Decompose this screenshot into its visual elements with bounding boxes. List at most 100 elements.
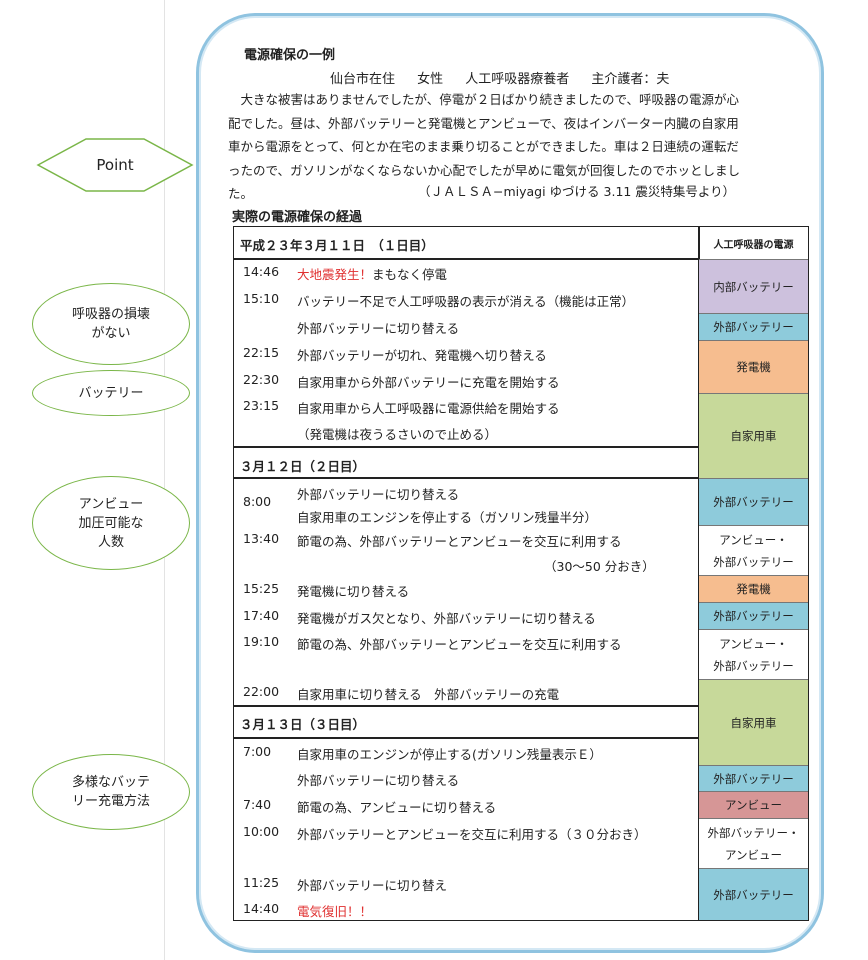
- event-text: 大地震発生！まもなく停電: [297, 264, 447, 283]
- power-label: 外部バッテリー・ アンビュー: [707, 825, 800, 862]
- timeline-title: 実際の電源確保の経過: [232, 210, 363, 225]
- power-cell: 外部バッテリー: [699, 313, 808, 340]
- event-text: 電気復旧！！: [297, 901, 372, 920]
- power-cell: 外部バッテリー・ アンビュー: [699, 818, 808, 868]
- power-cell: 外部バッテリー: [699, 765, 808, 791]
- power-label: 発電機: [736, 360, 771, 374]
- timeline-table: [233, 226, 809, 921]
- event-text: （30〜50 分おき）: [544, 559, 655, 574]
- power-cell: 発電機: [699, 340, 808, 393]
- power-cell: アンビュー・ 外部バッテリー: [699, 525, 808, 575]
- article-title: 電源確保の一例: [244, 48, 336, 63]
- event-text: 自家用車のエンジンを停止する（ガソリン残量半分）: [297, 510, 598, 525]
- point-diamond: Point: [36, 138, 194, 192]
- article-byline: 仙台市在住 女性 人工呼吸器療養者 主介護者：夫: [330, 72, 670, 87]
- table-column-divider: [698, 226, 700, 921]
- article-source: （ＪＡＬＳＡ−miyagi ゆづける 3.11 震災特集号より）: [418, 184, 736, 199]
- power-label: 自家用車: [730, 429, 777, 443]
- power-cell: 自家用車: [699, 393, 808, 478]
- callout-charging: 多様なバッテ リー充電方法: [32, 754, 190, 830]
- power-cell: 発電機: [699, 575, 808, 602]
- power-label: 外部バッテリー: [713, 320, 794, 334]
- event-text: 発電機がガス欠となり、外部バッテリーに切り替える: [297, 611, 596, 626]
- table-rule: [233, 477, 699, 479]
- event-time: 22:00: [243, 684, 280, 699]
- table-rule: [233, 737, 699, 739]
- event-text: 発電機に切り替える: [297, 584, 410, 599]
- article-paragraph: 大きな被害はありませんでしたが、停電が２日ばかり続きましたので、呼吸器の電源が心…: [228, 88, 788, 206]
- table-rule: [233, 446, 699, 448]
- event-text: 節電の為、外部バッテリーとアンビューを交互に利用する: [297, 637, 622, 652]
- article-frame: [196, 13, 824, 953]
- power-label: アンビュー・ 外部バッテリー: [713, 636, 794, 673]
- power-column-header: 人工呼吸器の電源: [713, 239, 794, 251]
- event-time: 11:25: [243, 875, 280, 890]
- power-cell: 内部バッテリー: [699, 259, 808, 313]
- callout-battery: バッテリー: [32, 370, 190, 416]
- event-time: 15:25: [243, 581, 280, 596]
- event-text: 自家用車に切り替える 外部バッテリーの充電: [297, 687, 560, 702]
- callout-text: 呼吸器の損壊 がない: [71, 307, 150, 341]
- event-text: 外部バッテリーとアンビューを交互に利用する（３０分おき）: [297, 827, 647, 842]
- event-time: 22:15: [243, 345, 280, 360]
- power-label: 外部バッテリー: [713, 495, 794, 509]
- power-label: 自家用車: [730, 715, 777, 730]
- power-cell: アンビュー: [699, 791, 808, 818]
- paragraph-line: ったので、ガソリンがなくならないか心配でしたが早めに電気が回復したのでホッとしま…: [228, 162, 741, 178]
- paragraph-line: 大きな被害はありませんでしたが、停電が２日ばかり続きましたので、呼吸器の電源が心: [228, 92, 740, 107]
- callout-text: バッテリー: [78, 385, 144, 401]
- event-highlight: 電気復旧！！: [297, 904, 373, 919]
- event-time: 13:40: [243, 531, 280, 546]
- event-time: 23:15: [243, 398, 280, 413]
- day-header-2: ３月１２日（２日目）: [240, 459, 366, 474]
- event-time: 10:00: [243, 824, 280, 839]
- event-text: 自家用車のエンジンが停止する(ガソリン残量表示Ｅ）: [297, 747, 602, 762]
- power-cell: 自家用車: [699, 679, 808, 765]
- power-label: 外部バッテリー: [713, 887, 794, 902]
- event-highlight: 大地震発生！: [297, 267, 373, 282]
- event-text: 外部バッテリーに切り替え: [297, 878, 448, 893]
- callout-text: アンビュー 加圧可能な 人数: [78, 496, 144, 550]
- callout-no-damage: 呼吸器の損壊 がない: [32, 283, 190, 365]
- paragraph-line: 車から電源をとって、何とか在宅のまま乗り切ることができました。車は２日連続の運転…: [228, 139, 739, 154]
- power-label: アンビュー・ 外部バッテリー: [713, 532, 794, 569]
- power-label: 内部バッテリー: [713, 279, 794, 294]
- callout-text: 多様なバッテ リー充電方法: [71, 775, 150, 809]
- event-text: 節電の為、アンビューに切り替える: [297, 800, 497, 815]
- event-text: 外部バッテリーに切り替える: [297, 773, 460, 788]
- paragraph-line: た。: [228, 186, 254, 201]
- event-text: 外部バッテリーに切り替える: [297, 487, 460, 502]
- event-time: 7:40: [243, 797, 272, 812]
- event-time: 14:46: [243, 264, 280, 279]
- power-label: 外部バッテリー: [713, 771, 794, 786]
- point-label: Point: [96, 156, 133, 174]
- event-time: 7:00: [243, 744, 272, 759]
- event-desc: まもなく停電: [372, 267, 448, 282]
- table-rule: [233, 258, 699, 260]
- event-text: 外部バッテリーが切れ、発電機へ切り替える: [297, 348, 547, 363]
- event-time: 19:10: [243, 634, 280, 649]
- power-label: 発電機: [736, 582, 771, 596]
- day-header-1: 平成２３年３月１１日 （１日目）: [240, 238, 434, 253]
- power-cell: 外部バッテリー: [699, 478, 808, 525]
- power-cell: 外部バッテリー: [699, 602, 808, 629]
- power-cell: アンビュー・ 外部バッテリー: [699, 629, 808, 679]
- day-header-3: ３月１３日（３日目）: [240, 717, 366, 732]
- event-time: 14:40: [243, 901, 280, 916]
- power-label: 外部バッテリー: [713, 609, 794, 623]
- event-time: 15:10: [243, 291, 280, 306]
- page-margin-line: [164, 0, 165, 960]
- event-time: 22:30: [243, 372, 280, 387]
- power-label: アンビュー: [724, 798, 783, 812]
- event-time: 17:40: [243, 608, 280, 623]
- event-text: 自家用車から外部バッテリーに充電を開始する: [297, 375, 560, 390]
- power-cell: 外部バッテリー: [699, 868, 808, 920]
- paragraph-line: 配でした。昼は、外部バッテリーと発電機とアンビューで、夜はインバーター内臓の自家…: [228, 115, 739, 131]
- event-time: 8:00: [243, 494, 272, 509]
- event-text: 自家用車から人工呼吸器に電源供給を開始する: [297, 401, 560, 416]
- callout-ambu: アンビュー 加圧可能な 人数: [32, 476, 190, 570]
- table-rule: [233, 705, 699, 707]
- event-text: （発電機は夜うるさいので止める）: [297, 427, 498, 442]
- event-text: 節電の為、外部バッテリーとアンビューを交互に利用する: [297, 534, 622, 549]
- event-text: 外部バッテリーに切り替える: [297, 321, 460, 336]
